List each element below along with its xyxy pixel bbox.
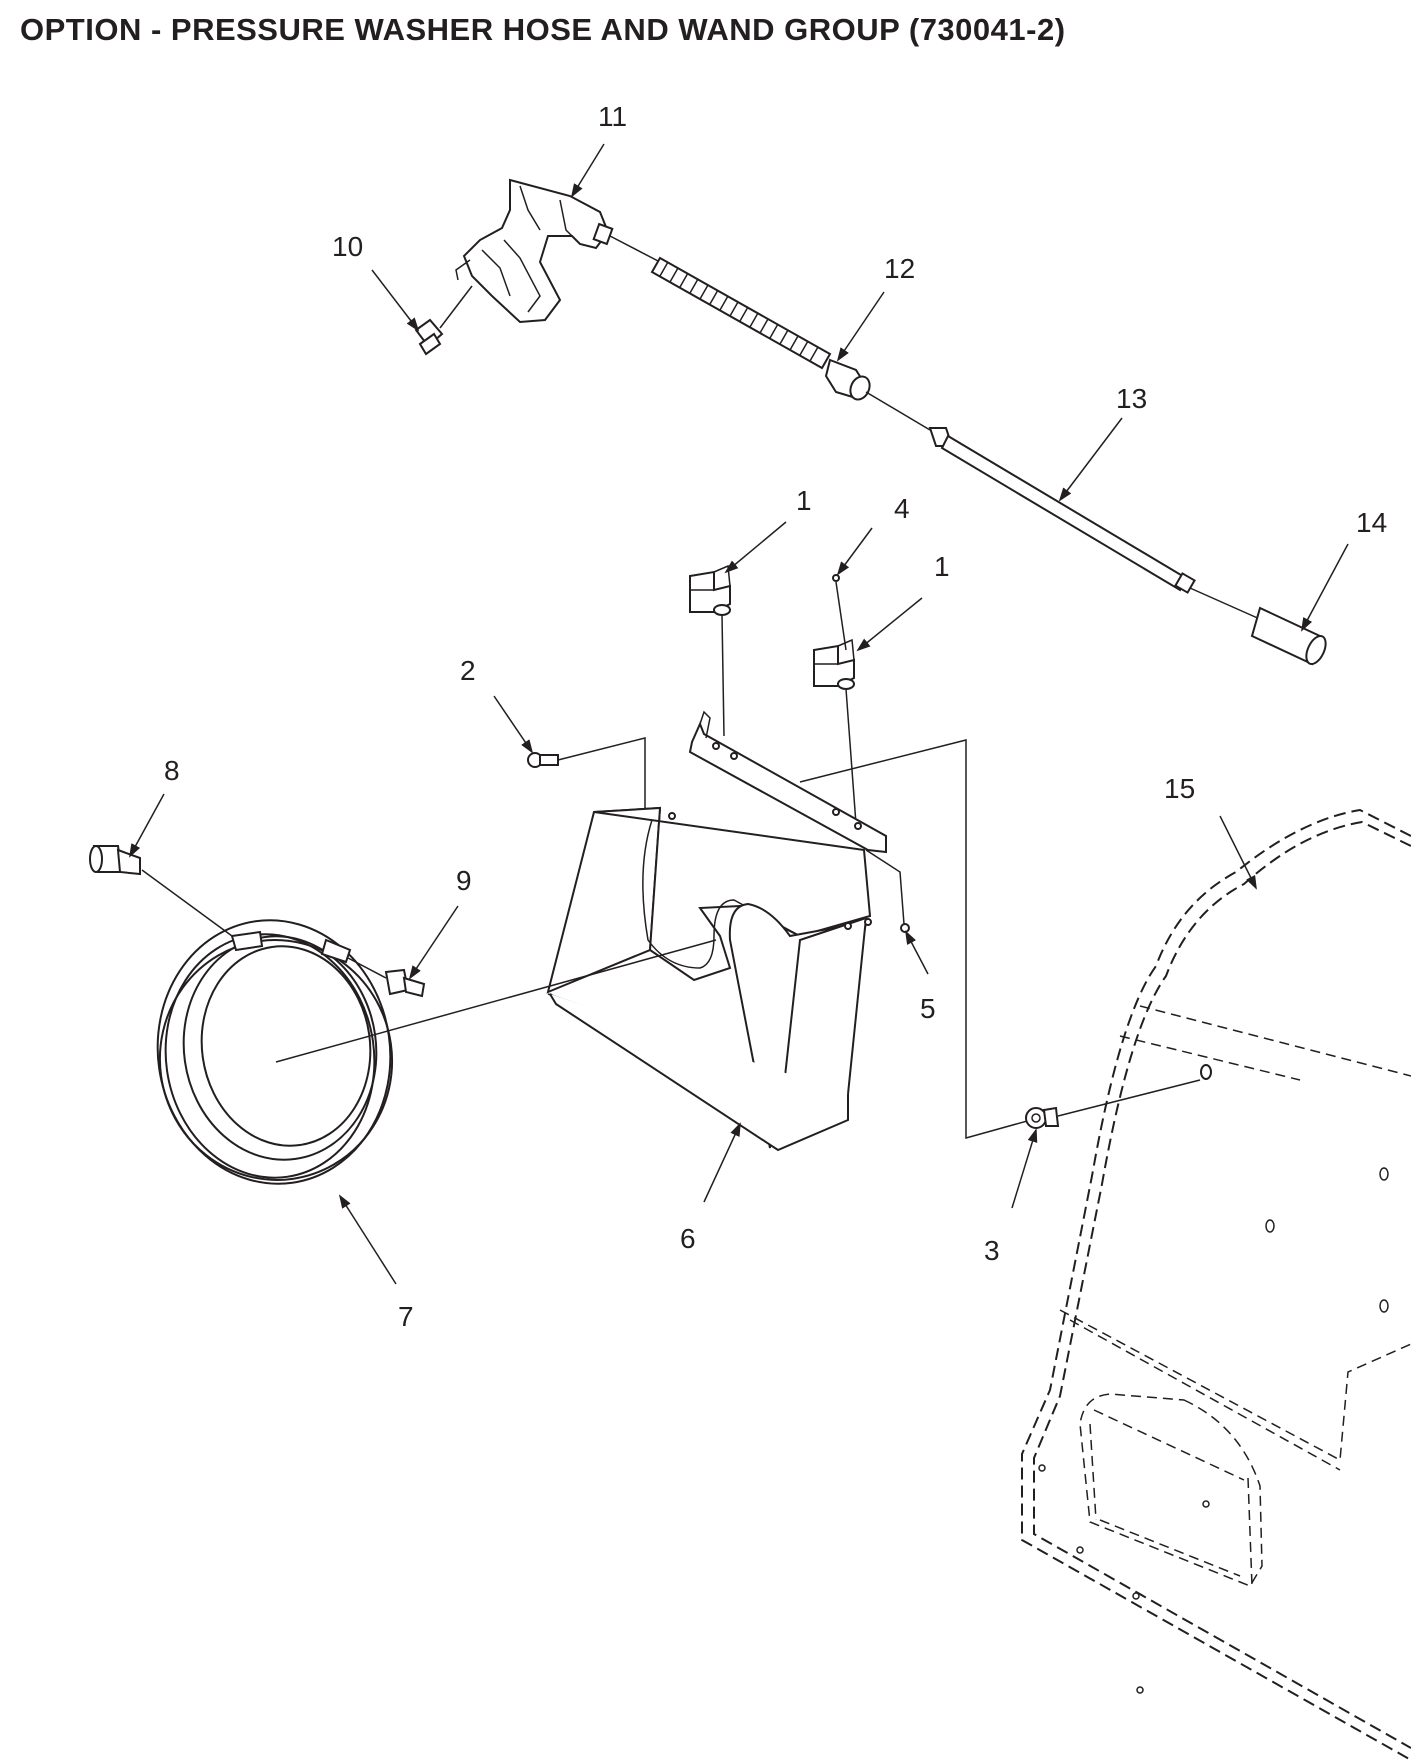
callout-2: 2 xyxy=(460,655,476,686)
callout-1-left: 1 xyxy=(796,485,812,516)
spring-guard-part-12 xyxy=(609,235,931,431)
hanger-clip-part-1-left xyxy=(689,564,731,737)
callout-7: 7 xyxy=(398,1301,414,1332)
elbow-fitting-part-10 xyxy=(414,285,473,356)
callout-5: 5 xyxy=(920,993,936,1024)
callout-leaders xyxy=(129,143,1349,1285)
callout-9: 9 xyxy=(456,865,472,896)
nozzle-part-14 xyxy=(1250,606,1327,666)
callout-14: 14 xyxy=(1356,507,1387,538)
bracket-to-bushing-guide-line xyxy=(799,739,1039,1139)
quick-coupler-part-8 xyxy=(89,845,233,937)
screw-part-5 xyxy=(865,849,910,933)
screw-part-4 xyxy=(832,574,847,651)
callout-6: 6 xyxy=(680,1223,696,1254)
callout-labels: 11 10 12 13 14 1 4 1 2 8 15 9 5 6 3 7 xyxy=(164,101,1387,1332)
callout-11: 11 xyxy=(598,101,627,132)
wand-lance-part-13 xyxy=(928,427,1263,621)
page-title: OPTION - PRESSURE WASHER HOSE AND WAND G… xyxy=(20,12,1066,47)
hose-coil-part-7 xyxy=(156,919,717,1185)
adapter-fitting-part-9 xyxy=(347,957,426,998)
callout-10: 10 xyxy=(332,231,363,262)
hose-bracket-part-6 xyxy=(546,710,887,1152)
machine-housing-part-15 xyxy=(1021,808,1411,1761)
bushing-part-3 xyxy=(1025,1064,1212,1129)
callout-12: 12 xyxy=(884,253,915,284)
callout-8: 8 xyxy=(164,755,180,786)
callout-13: 13 xyxy=(1116,383,1147,414)
callout-15: 15 xyxy=(1164,773,1195,804)
callout-3: 3 xyxy=(984,1235,1000,1266)
hanger-clip-part-1-right xyxy=(813,638,857,825)
spray-gun-part-11 xyxy=(455,178,614,324)
callout-4: 4 xyxy=(894,493,910,524)
callout-1-right: 1 xyxy=(934,551,950,582)
